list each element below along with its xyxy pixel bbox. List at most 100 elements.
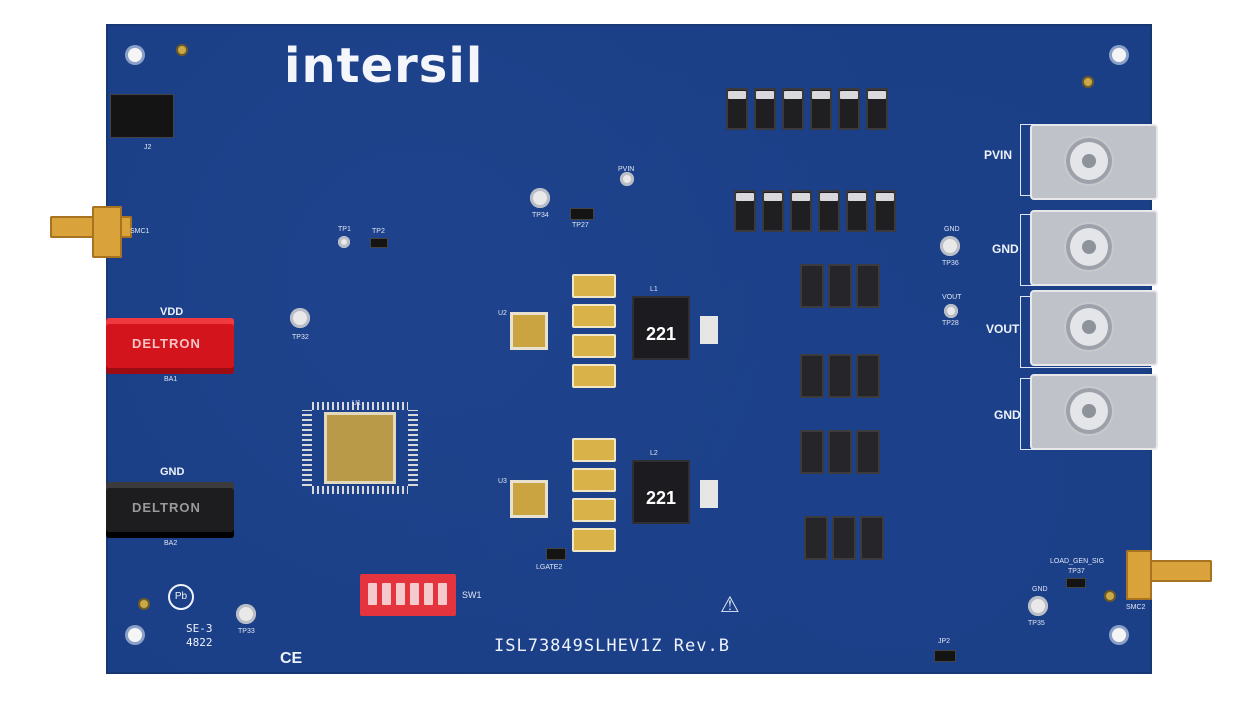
r-shunt-2 — [700, 480, 718, 508]
j2-label: J2 — [144, 144, 152, 151]
tp33-testpoint[interactable] — [236, 604, 256, 624]
bulk-cap-c67 — [866, 88, 888, 130]
tp32-testpoint[interactable] — [290, 308, 310, 328]
gold-cap-6 — [572, 468, 616, 492]
bulk-cap-c54 — [846, 190, 868, 232]
gnd-terminal-2[interactable] — [1030, 374, 1158, 450]
tp21-header — [546, 548, 566, 560]
gold-cap-2 — [572, 304, 616, 328]
smc1-label: SMC1 — [130, 228, 150, 235]
sw1-label: SW1 — [462, 590, 482, 600]
mounting-hole-top-right — [1112, 48, 1126, 62]
u1-pins-left — [302, 410, 312, 486]
out-cap-c51 — [856, 354, 880, 398]
lgate2-label: LGATE2 — [536, 564, 563, 571]
vout-label: VOUT — [986, 322, 1020, 336]
vout-tp-label: VOUT — [942, 294, 962, 301]
vout-bolt-icon — [1066, 304, 1112, 350]
out-cap-c43 — [828, 354, 852, 398]
u1-pins-top — [312, 402, 408, 410]
esd-symbol-icon: ⚠ — [720, 592, 740, 617]
bulk-cap-c44 — [754, 88, 776, 130]
bulk-cap-c38 — [734, 190, 756, 232]
l2-value: 221 — [645, 488, 677, 508]
u3-label: U3 — [498, 478, 507, 485]
ba2-label: BA2 — [164, 540, 178, 547]
bulk-cap-c42 — [762, 190, 784, 232]
lot-line-1: SE-3 — [186, 622, 213, 635]
tp32-label: TP32 — [292, 334, 309, 341]
pvin-bolt-icon — [1066, 138, 1112, 184]
gold-cap-7 — [572, 498, 616, 522]
out-cap-c27 — [800, 264, 824, 308]
l1-label: L1 — [650, 286, 658, 293]
ba1-label: BA1 — [164, 376, 178, 383]
tp28-testpoint[interactable] — [944, 304, 958, 318]
mounting-hole-top-left — [128, 48, 142, 62]
tp2-header — [370, 238, 388, 248]
l1-value: 221 — [645, 324, 677, 344]
l1-inductor: 221 — [632, 296, 690, 360]
u2-power-stage — [510, 312, 548, 350]
out-cap-c31 — [800, 354, 824, 398]
l2-inductor: 221 — [632, 460, 690, 524]
bulk-cap-c48 — [782, 88, 804, 130]
binding-brand-black: DELTRON — [132, 500, 201, 515]
tp21-testpoint[interactable] — [620, 172, 634, 186]
j2-header — [110, 94, 174, 138]
l2-label: L2 — [650, 450, 658, 457]
out-cap-c41 — [832, 516, 856, 560]
gnd-right2-label: GND — [994, 408, 1021, 422]
gnd-tp-label-1: GND — [944, 226, 960, 233]
gnd-right1-label: GND — [992, 242, 1019, 256]
bulk-cap-c46 — [790, 190, 812, 232]
pvin-terminal[interactable] — [1030, 124, 1158, 200]
gnd-left-label: GND — [160, 466, 185, 478]
smc2-label: SMC2 — [1126, 604, 1146, 611]
intersil-logo: intersil — [284, 38, 484, 94]
out-cap-c39 — [828, 264, 852, 308]
tp36-testpoint[interactable] — [940, 236, 960, 256]
out-cap-c29 — [804, 516, 828, 560]
board-surface — [106, 24, 1152, 674]
out-cap-c45 — [828, 430, 852, 474]
tp2-label: TP2 — [372, 228, 385, 235]
u3-power-stage — [510, 480, 548, 518]
gold-cap-8 — [572, 528, 616, 552]
tp35-label: TP35 — [1028, 620, 1045, 627]
board-model-label: ISL73849SLHEV1Z Rev.B — [494, 636, 730, 656]
tp34-testpoint[interactable] — [530, 188, 550, 208]
ce-mark: CE — [280, 650, 303, 667]
tp34-label: TP34 — [532, 212, 549, 219]
smc1-body — [92, 206, 122, 258]
pvin-label: PVIN — [984, 148, 1013, 162]
gnd-tp-label-2: GND — [1032, 586, 1048, 593]
vdd-binding-post[interactable]: DELTRON — [106, 318, 234, 374]
out-cap-c47 — [856, 264, 880, 308]
bulk-cap-c50 — [818, 190, 840, 232]
bulk-cap-c56 — [838, 88, 860, 130]
tp37-header — [1066, 578, 1086, 588]
via-top-left — [178, 46, 186, 54]
gnd2-bolt-icon — [1066, 388, 1112, 434]
gnd1-bolt-icon — [1066, 224, 1112, 270]
u2-label: U2 — [498, 310, 507, 317]
tp36-label: TP36 — [942, 260, 959, 267]
gold-cap-4 — [572, 364, 616, 388]
tp1-testpoint[interactable] — [338, 236, 350, 248]
lot-line-2: 4822 — [186, 636, 213, 649]
bulk-cap-c52 — [810, 88, 832, 130]
sw1-dip-switch[interactable] — [360, 574, 456, 616]
load-gen-sig-label: LOAD_GEN_SIG — [1050, 558, 1105, 565]
tp28-label: TP28 — [942, 320, 959, 327]
out-cap-c49 — [860, 516, 884, 560]
tp35-testpoint[interactable] — [1028, 596, 1048, 616]
jp2-label: JP2 — [938, 638, 951, 645]
vout-terminal[interactable] — [1030, 290, 1158, 366]
binding-brand-red: DELTRON — [132, 336, 201, 351]
u1-pins-bottom — [312, 486, 408, 494]
gnd-terminal-1[interactable] — [1030, 210, 1158, 286]
mounting-hole-bottom-left — [128, 628, 142, 642]
gnd-binding-post[interactable]: DELTRON — [106, 482, 234, 538]
via-bottom-right — [1106, 592, 1114, 600]
